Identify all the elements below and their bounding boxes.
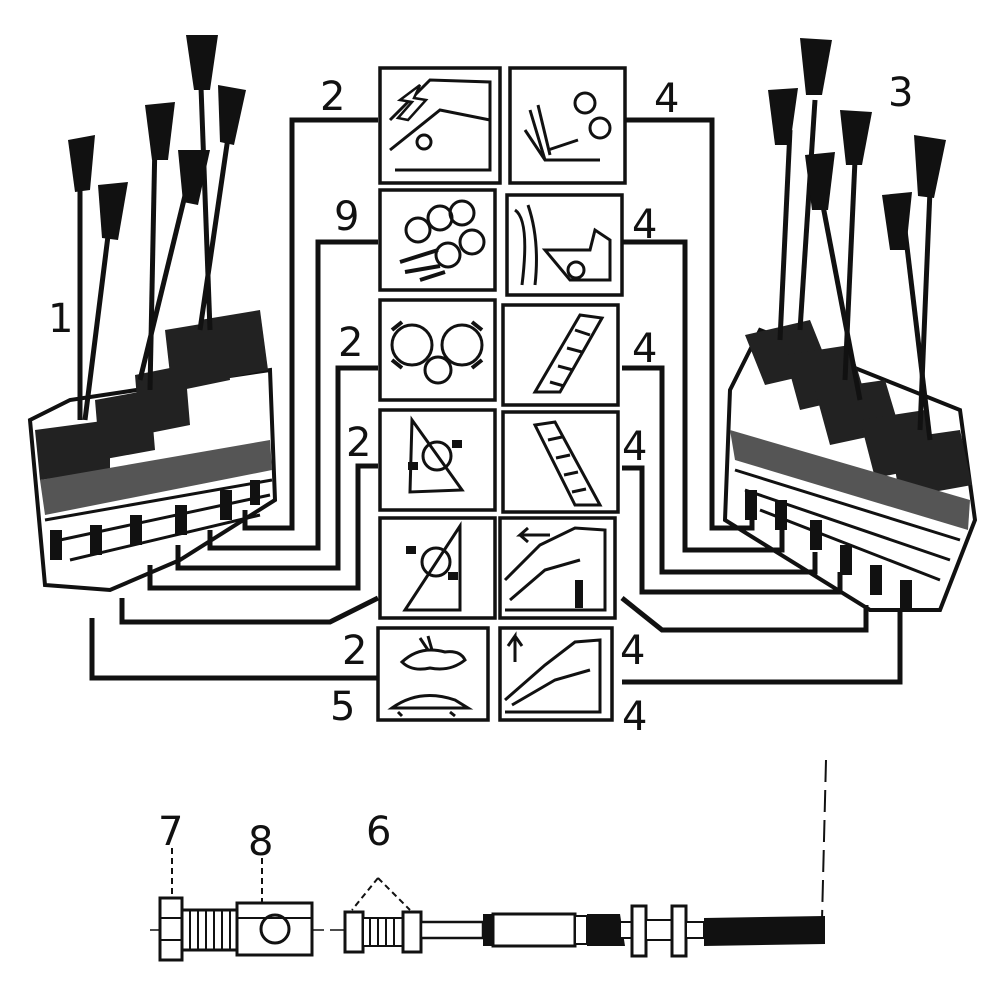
left-label-2: 9: [334, 194, 359, 240]
machine-up-icon: [498, 626, 614, 722]
left-lever-bank: [27, 35, 278, 593]
elevator-raise-icon: [501, 303, 620, 407]
right-panel-column: [498, 66, 627, 722]
callout-right-bank: 3: [888, 70, 913, 116]
left-label-6: 5: [330, 684, 355, 730]
cane-feed-rollers-icon: [508, 66, 627, 185]
speed-rabbit-turtle-icon: [376, 626, 490, 722]
right-label-2: 4: [632, 202, 657, 248]
left-label-4: 2: [346, 420, 371, 466]
right-cables: [620, 117, 903, 685]
left-cables: [89, 117, 380, 681]
topper-rotate-right-icon: [378, 516, 497, 620]
machine-back-icon: [498, 516, 617, 620]
base-cutter-icon: [505, 193, 624, 297]
callout-clevis: 8: [248, 819, 273, 865]
right-label-6: 4: [622, 694, 647, 740]
topper-rotate-left-icon: [378, 408, 497, 512]
left-label-5: 2: [342, 628, 367, 674]
feed-rollers-icon: [378, 298, 497, 402]
adjust-nuts: [343, 910, 423, 954]
elevator-lower-icon: [501, 410, 620, 514]
right-label-1: 4: [654, 76, 679, 122]
callout-adjust-nuts: 6: [366, 809, 391, 855]
cab-tilt-arrow-icon: [378, 66, 502, 185]
clevis: [235, 901, 314, 957]
callout-left-bank: 1: [48, 296, 73, 342]
end-nut: [158, 896, 184, 962]
right-label-3: 4: [632, 326, 657, 372]
chopper-drums-icon: [378, 188, 497, 292]
left-label-1: 2: [320, 74, 345, 120]
threaded-stud: [180, 908, 239, 952]
callout-end-nut: 7: [158, 809, 183, 855]
cable-end-assembly: 7 8 6: [150, 759, 830, 962]
right-lever-bank: [722, 38, 978, 612]
left-label-3: 2: [338, 320, 363, 366]
right-label-4: 4: [622, 424, 647, 470]
right-label-5: 4: [620, 628, 645, 674]
left-panel-column: [376, 66, 502, 722]
